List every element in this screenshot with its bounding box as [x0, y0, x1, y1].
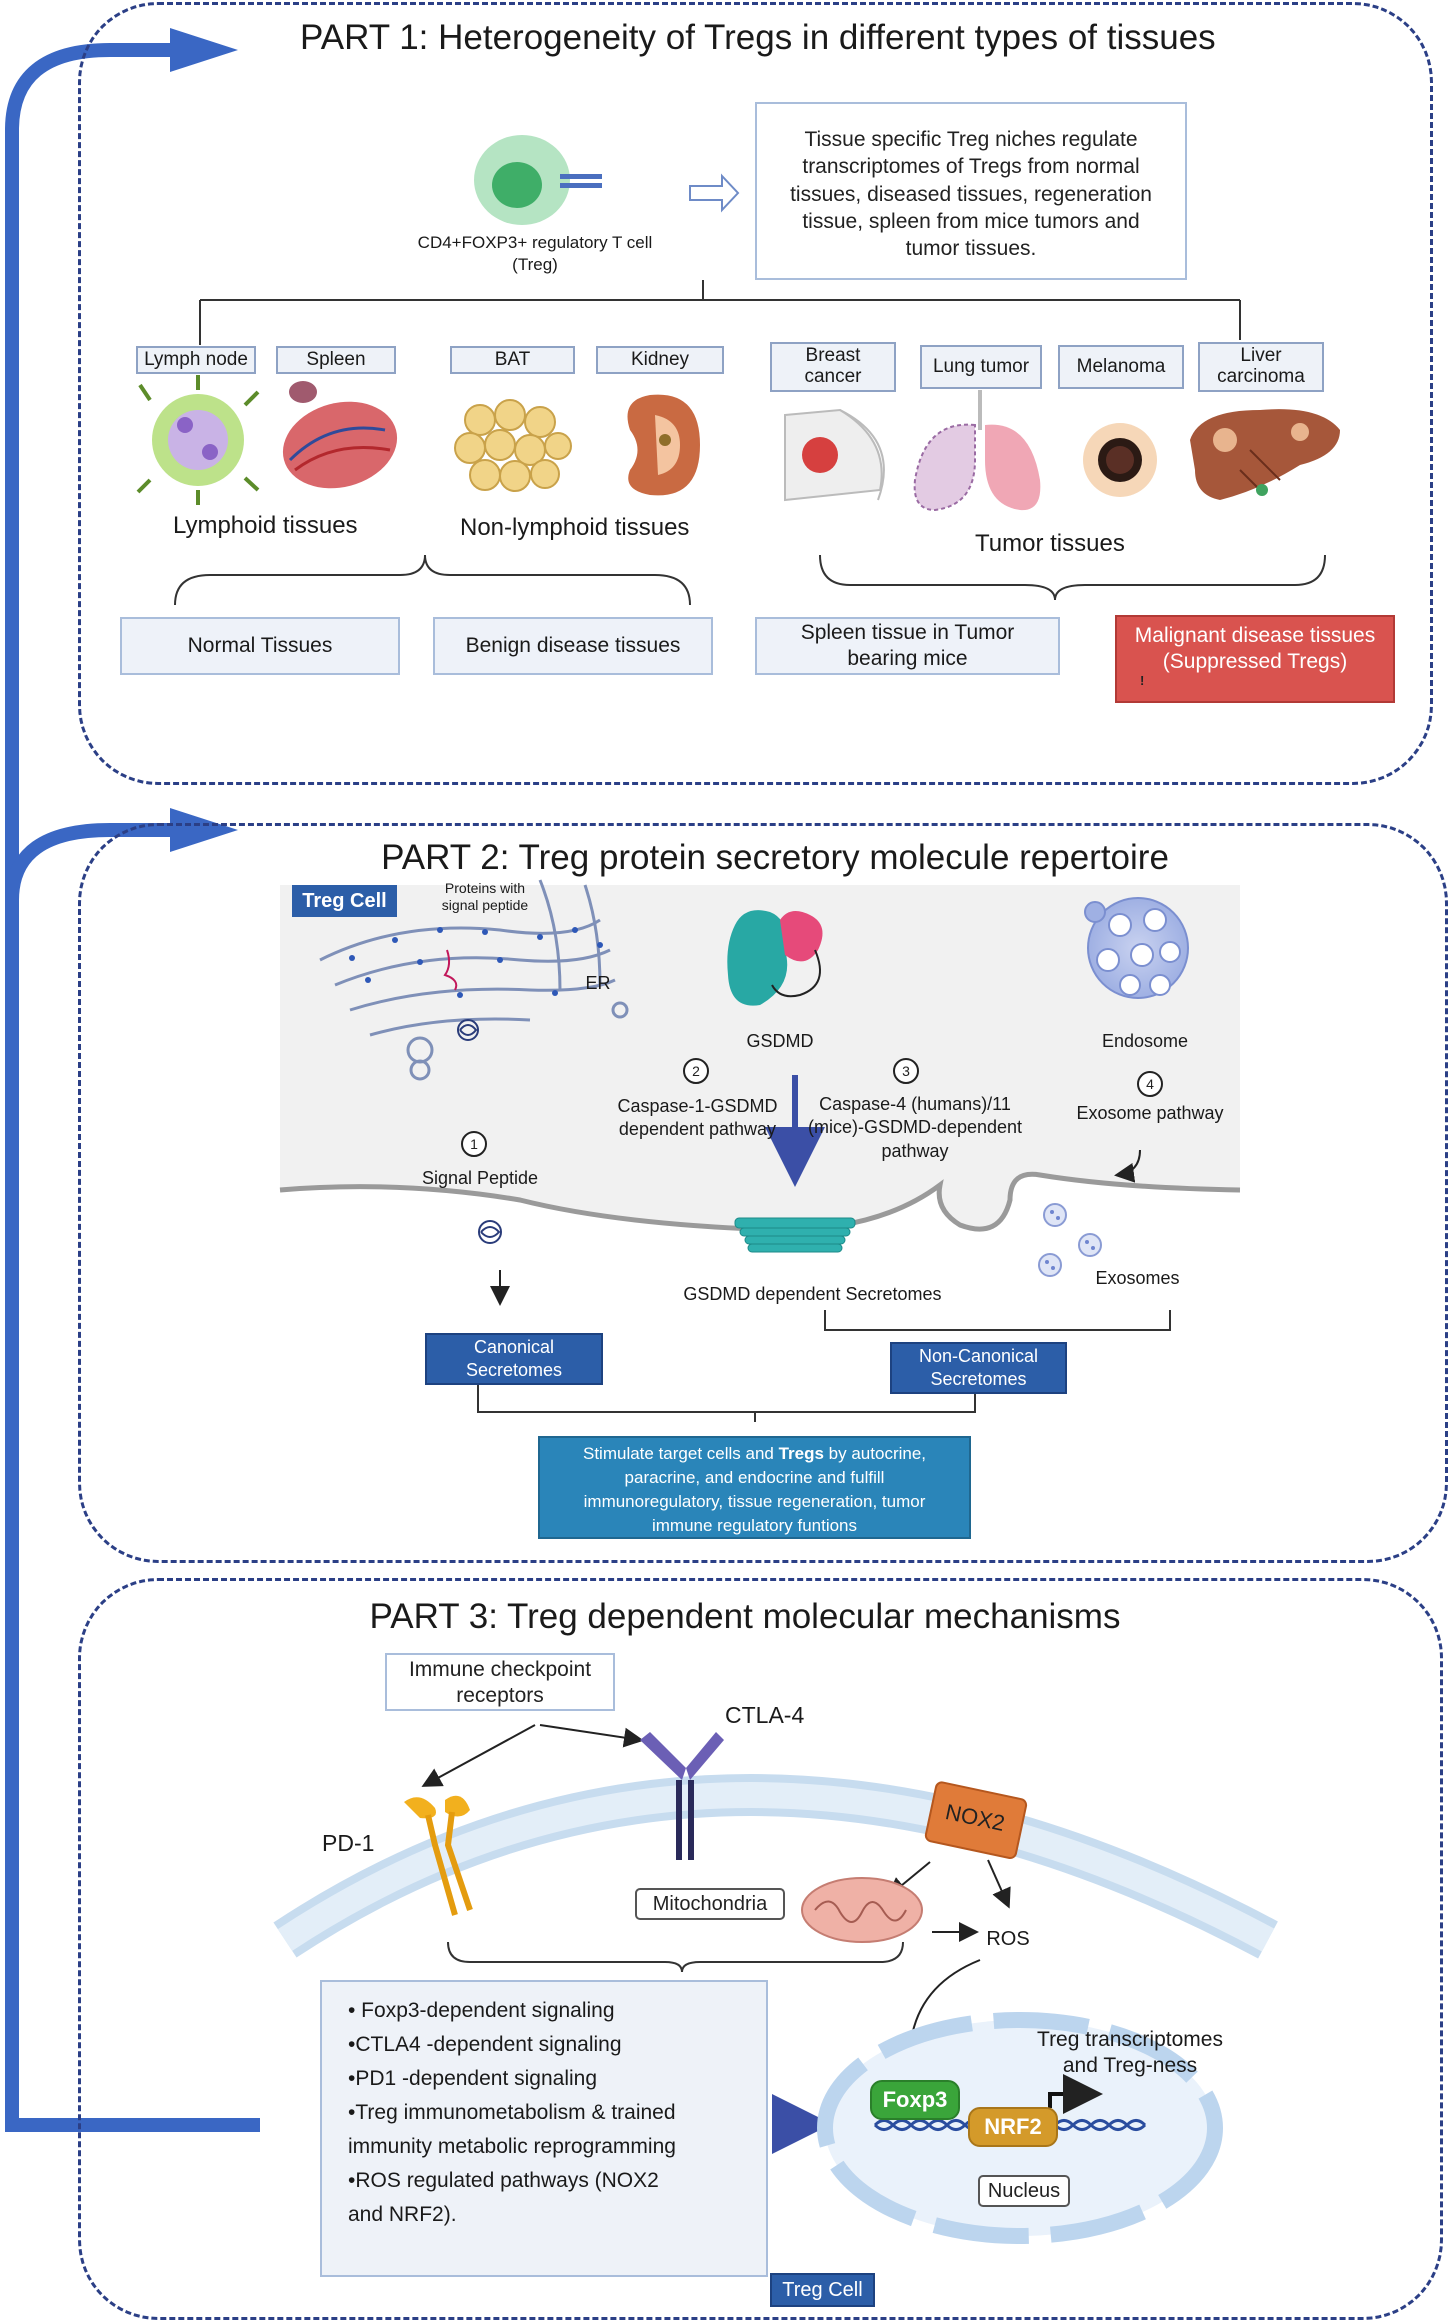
tissue-tag-lung-tumor: Lung tumor	[920, 345, 1042, 389]
part3-panel	[78, 1578, 1443, 2320]
stimulate-text-bold: Tregs	[778, 1444, 824, 1463]
tumor-tissues-label: Tumor tissues	[975, 530, 1125, 557]
ctla4-label: CTLA-4	[725, 1702, 805, 1728]
tree-lines	[199, 280, 1241, 345]
tissue-tag-bat: BAT	[450, 346, 575, 374]
treg-transcriptomes-label: Treg transcriptomes and Treg-ness	[1037, 2028, 1223, 2078]
checkpoint-arrow-left	[421, 1724, 536, 1787]
mechanism-item: immunity metabolic reprogramming	[348, 2135, 676, 2158]
part1-info-box: Tissue specific Treg niches regulate tra…	[755, 102, 1187, 280]
tissue-tag-spleen: Spleen	[276, 346, 396, 374]
spleen-icon	[282, 381, 398, 489]
pd1-receptor-icon	[404, 1795, 473, 1916]
treg-cell-tag-part3: Treg Cell	[770, 2273, 875, 2307]
mechanisms-list-box: • Foxp3-dependent signaling •CTLA4 -depe…	[320, 1980, 768, 2277]
step-1-label: Signal Peptide	[421, 1168, 539, 1188]
cell-body	[280, 885, 1240, 1230]
gsdmd-icon	[727, 910, 823, 1006]
nox2-icon	[924, 1781, 1028, 1859]
part1-panel	[78, 2, 1433, 785]
canonical-secretomes-box: Canonical Secretomes	[425, 1333, 603, 1385]
melanoma-icon	[1083, 423, 1157, 497]
step-2-label: Caspase-1-GSDMD dependent pathway	[617, 1096, 778, 1140]
nonlymphoid-tissues-label: Non-lymphoid tissues	[460, 514, 690, 541]
normal-tissues-box: Normal Tissues	[120, 617, 400, 675]
pd1-label: PD-1	[322, 1830, 375, 1856]
exosome-arrow	[1114, 1149, 1141, 1183]
mitochondria-icon	[801, 1877, 923, 1943]
exosomes-icon	[1038, 1203, 1102, 1277]
warning-symbol: !	[1140, 673, 1145, 688]
signal-protein-icon	[443, 949, 458, 991]
malignant-tissues-box: Malignant disease tissues (Suppressed Tr…	[1115, 615, 1395, 703]
exosomes-label: Exosomes	[1095, 1268, 1180, 1288]
stimulate-text-post: by autocrine, paracrine, and endocrine a…	[583, 1444, 927, 1536]
gsdmd-pore-icon	[734, 1217, 856, 1253]
treg-cell-label: CD4+FOXP3+ regulatory T cell (Treg)	[417, 233, 653, 275]
treg-cell-tag-part2: Treg Cell	[292, 885, 397, 917]
bat-icon	[454, 399, 572, 492]
mechanism-item: and NRF2).	[348, 2203, 457, 2226]
ctla4-receptor-icon	[640, 1732, 724, 1860]
checkpoint-receptors-box: Immune checkpoint receptors	[385, 1653, 615, 1711]
proteins-signal-peptide-label: Proteins with signal peptide	[441, 880, 529, 913]
mechanism-item: •Treg immunometabolism & trained	[348, 2101, 676, 2124]
treg-cell-icon	[474, 135, 602, 225]
transcription-arrow	[1048, 2074, 1103, 2114]
nrf2-box: NRF2	[968, 2107, 1058, 2147]
tissue-tag-liver-carcinoma: Liver carcinoma	[1198, 342, 1324, 392]
gsdmd-label: GSDMD	[746, 1031, 814, 1051]
flow-arrowhead-1	[170, 28, 238, 72]
breast-cancer-icon	[784, 408, 885, 502]
part3-title: PART 3: Treg dependent molecular mechani…	[369, 1597, 1121, 1636]
step-1-number: 1	[461, 1131, 487, 1157]
mechanism-item: •ROS regulated pathways (NOX2	[348, 2169, 659, 2192]
ros-label: ROS	[986, 1928, 1030, 1950]
gsdmd-secretomes-label: GSDMD dependent Secretomes	[683, 1284, 942, 1304]
step-3-label: Caspase-4 (humans)/11 (mice)-GSDMD-depen…	[807, 1094, 1023, 1161]
checkpoint-arrow-right	[539, 1724, 644, 1748]
kidney-icon	[627, 394, 700, 496]
step-4-number: 4	[1137, 1071, 1163, 1097]
tissue-tag-kidney: Kidney	[596, 346, 724, 374]
lung-tumor-icon	[913, 390, 1041, 512]
step-2-number: 2	[683, 1058, 709, 1084]
lymph-node-icon	[136, 375, 260, 505]
hollow-arrow-icon	[689, 173, 740, 213]
mitochondria-label: Mitochondria	[635, 1888, 785, 1920]
tissue-tag-breast-cancer: Breast cancer	[770, 342, 896, 392]
mechanism-item: •CTLA4 -dependent signaling	[348, 2033, 622, 2056]
cell-membrane	[279, 1171, 1241, 1233]
part2-title: PART 2: Treg protein secretory molecule …	[381, 838, 1169, 877]
liver-carcinoma-icon	[1190, 409, 1340, 500]
nucleus-label: Nucleus	[978, 2175, 1070, 2207]
lymphoid-tissues-label: Lymphoid tissues	[173, 512, 358, 539]
spleen-tumor-box: Spleen tissue in Tumor bearing mice	[755, 617, 1060, 675]
stimulate-box: Stimulate target cells and Tregs by auto…	[538, 1436, 971, 1539]
tissue-tag-melanoma: Melanoma	[1058, 345, 1184, 389]
foxp3-box: Foxp3	[870, 2080, 960, 2120]
mechanism-item: • Foxp3-dependent signaling	[348, 1999, 615, 2022]
noncanonical-secretomes-box: Non-Canonical Secretomes	[890, 1342, 1067, 1394]
tissue-tag-lymph-node: Lymph node	[136, 346, 256, 374]
stimulate-text-pre: Stimulate target cells and	[582, 1444, 779, 1463]
benign-tissues-box: Benign disease tissues	[433, 617, 713, 675]
braces	[174, 554, 1326, 606]
step-3-number: 3	[893, 1058, 919, 1084]
step-4-label: Exosome pathway	[1076, 1103, 1224, 1123]
membrane-brace	[447, 1941, 904, 1973]
part1-title: PART 1: Heterogeneity of Tregs in differ…	[300, 18, 1216, 57]
part2-panel	[78, 823, 1448, 1563]
part2-connectors	[477, 1310, 1171, 1422]
ribosome-dots	[349, 927, 603, 998]
flow-arrowhead-2	[170, 808, 238, 852]
er-label: ER	[585, 973, 611, 993]
protein-ball-2	[478, 1220, 502, 1244]
endosome-label: Endosome	[1101, 1031, 1189, 1051]
protein-ball-1	[457, 1019, 479, 1041]
mechanism-item: •PD1 -dependent signaling	[348, 2067, 598, 2090]
endosome-icon	[1084, 897, 1189, 999]
